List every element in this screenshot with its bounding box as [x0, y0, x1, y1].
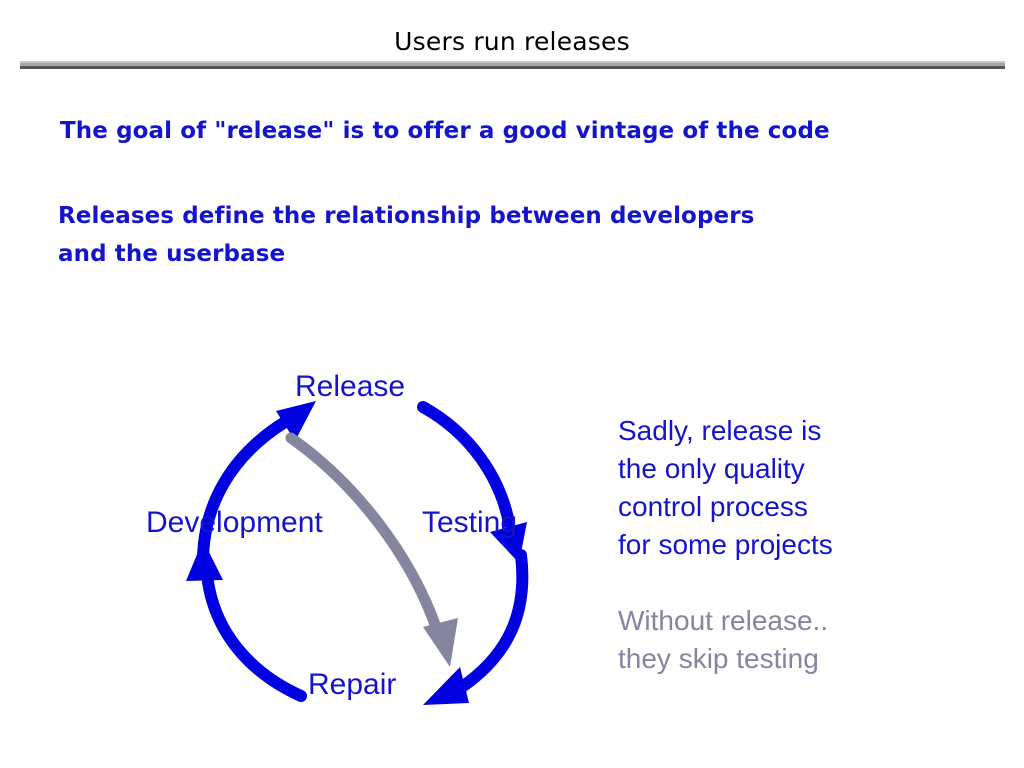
note-blue-line-3: control process [618, 491, 808, 522]
note-skip-testing: Without release.. they skip testing [618, 602, 828, 678]
cycle-node-repair: Repair [308, 668, 397, 701]
note-blue-line-2: the only quality [618, 453, 805, 484]
arrow-testing-to-repair [423, 549, 529, 705]
release-cycle-diagram: Release Development Testing Repair [140, 355, 580, 735]
cycle-node-release: Release [295, 370, 406, 403]
cycle-arrows-svg [186, 401, 529, 705]
cycle-node-testing: Testing [422, 506, 518, 539]
title-divider [20, 61, 1005, 69]
note-gray-line-1: Without release.. [618, 605, 829, 636]
arrow-release-to-testing [417, 401, 527, 563]
page-title: Users run releases [394, 27, 630, 56]
divider-bevel-bottom [20, 66, 1005, 69]
bullet-releases-define-line-2: and the userbase [58, 241, 286, 267]
arrow-development-to-release [196, 401, 316, 571]
divider-bevel-top [20, 61, 1005, 63]
bullet-releases-define-line-1: Releases define the relationship between… [58, 203, 755, 229]
bullet-goal-of-release: The goal of "release" is to offer a good… [60, 118, 830, 144]
divider-bevel-middle [20, 63, 1005, 66]
note-gray-line-2: they skip testing [618, 643, 819, 674]
arrow-shortcut-release-to-repair [285, 432, 458, 667]
arrow-repair-to-development [186, 540, 307, 702]
note-quality-control: Sadly, release is the only quality contr… [618, 412, 833, 564]
cycle-node-development: Development [146, 506, 323, 539]
note-blue-line-4: for some projects [618, 529, 833, 560]
note-blue-line-1: Sadly, release is [618, 415, 822, 446]
